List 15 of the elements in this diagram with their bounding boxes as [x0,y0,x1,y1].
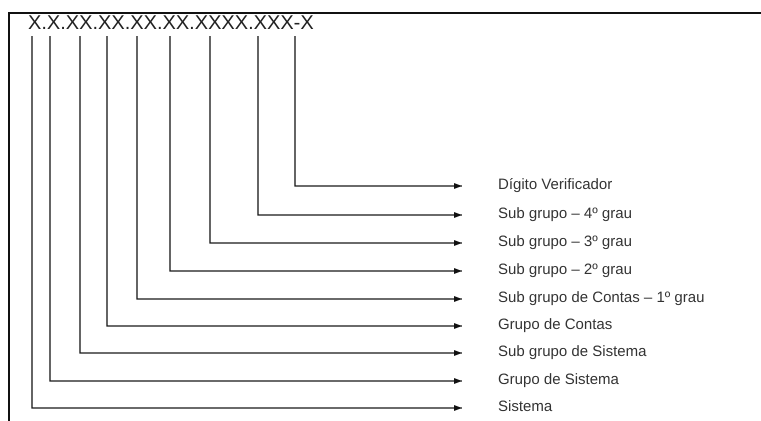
level-label: Sub grupo – 4º grau [498,205,632,223]
level-label: Sub grupo de Sistema [498,343,646,361]
arrow [136,36,462,302]
level-label: Sub grupo – 2º grau [498,261,632,279]
arrow [209,36,462,246]
code-format: X.X.XX.XX.XX.XX.XXXX.XXX-X [28,11,314,35]
level-label: Sub grupo – 3º grau [498,233,632,251]
arrow [257,36,462,218]
level-label: Sistema [498,398,552,416]
level-label: Grupo de Contas [498,316,612,334]
level-label: Sub grupo de Contas – 1º grau [498,289,704,307]
arrow [169,36,462,274]
level-label: Dígito Verificador [498,176,612,194]
level-label: Grupo de Sistema [498,371,619,389]
arrow [294,36,462,189]
